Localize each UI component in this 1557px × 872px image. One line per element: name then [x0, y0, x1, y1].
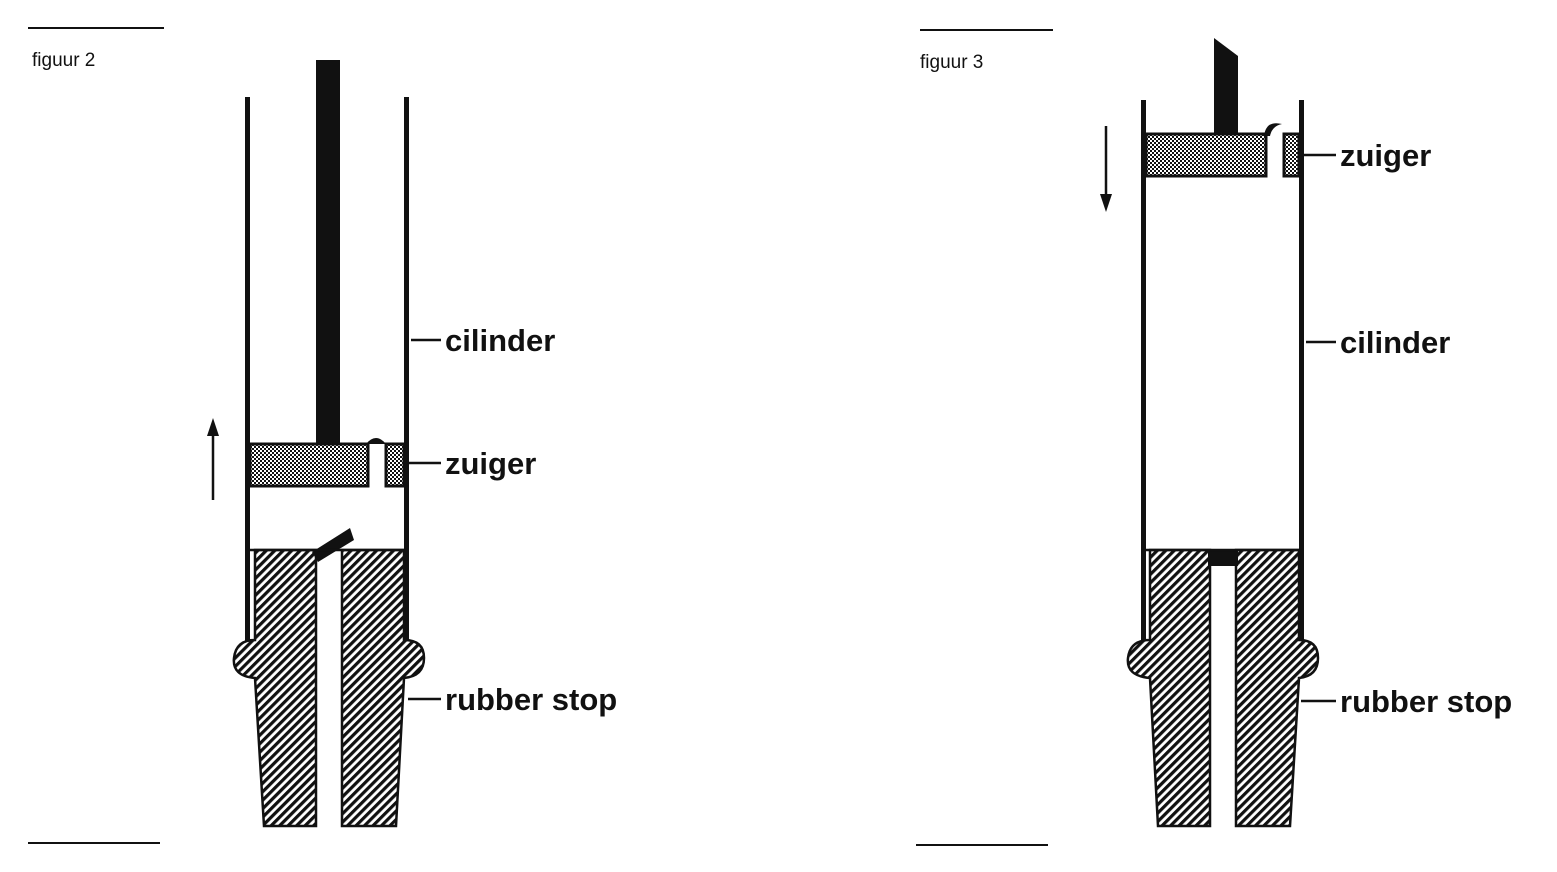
label-rubber-stop: rubber stop — [1340, 684, 1512, 719]
cylinder-left-wall — [1141, 100, 1146, 642]
figure-title: figuur 2 — [32, 50, 95, 71]
label-cilinder: cilinder — [445, 323, 555, 358]
cylinder-right-wall — [1299, 100, 1304, 642]
figure-title: figuur 3 — [920, 52, 983, 73]
piston-valve-channel — [1266, 134, 1284, 176]
piston-left — [248, 442, 370, 488]
rubber-stopper-right — [1234, 548, 1320, 828]
label-cilinder: cilinder — [1340, 325, 1450, 360]
cylinder-left-wall — [245, 97, 250, 642]
label-rubber-stop: rubber stop — [445, 682, 617, 717]
label-zuiger: zuiger — [1340, 138, 1431, 173]
motion-arrow-up-icon — [207, 418, 219, 500]
piston-right — [1282, 132, 1301, 178]
rubber-stopper-left — [232, 548, 318, 828]
piston-rod — [1214, 38, 1238, 136]
label-zuiger: zuiger — [445, 446, 536, 481]
piston-right — [384, 442, 406, 488]
rubber-stopper-right — [340, 548, 426, 828]
rubber-stopper-left — [1126, 548, 1212, 828]
piston-valve-channel — [368, 444, 386, 486]
figure-3: figuur 3 zuiger cilinder rubber stop — [916, 29, 1512, 846]
bottom-valve-flap — [312, 528, 354, 562]
piston-valve-flap — [366, 438, 386, 444]
motion-arrow-down-icon — [1100, 126, 1112, 212]
figure-2: figuur 2 cilinder zuiger rubber stop — [28, 27, 617, 844]
cylinder-right-wall — [404, 97, 409, 642]
piston-left — [1144, 132, 1268, 178]
piston-valve-flap-open — [1264, 123, 1282, 136]
piston-rod — [316, 60, 340, 446]
bottom-valve-closed — [1208, 550, 1238, 566]
